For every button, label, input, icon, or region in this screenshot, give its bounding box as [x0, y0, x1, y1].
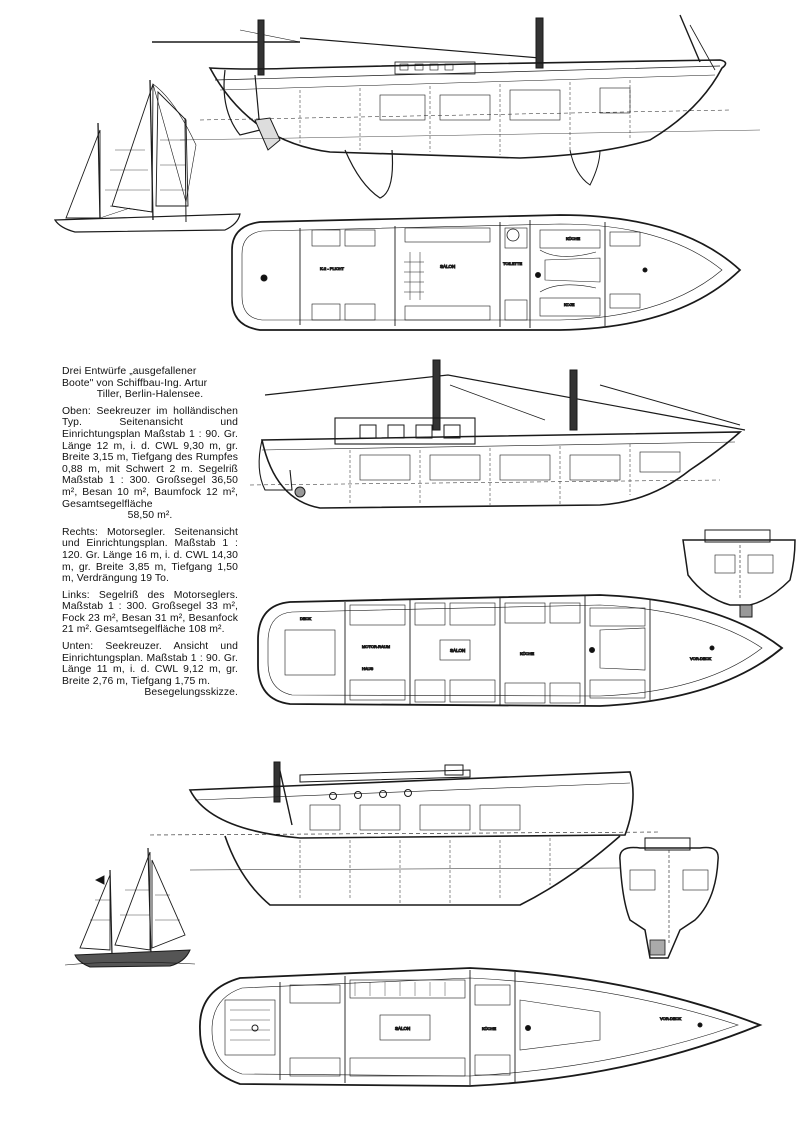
- caption-unten-text: Seekreuzer. Ansicht und Einrichtungsplan…: [62, 641, 238, 687]
- caption-oben-text: Seekreuzer im holländischen Typ. Seitena…: [62, 405, 238, 510]
- caption-rechts-text: Motorsegler. Seitenansicht und Einrichtu…: [62, 526, 238, 585]
- motorsailer-accommodation-plan: SALON MOTOR-RAUM KÜCHE DECK HAUS VOR-DEC…: [257, 594, 784, 707]
- motorsailer-side-elevation: [249, 359, 746, 509]
- caption-oben-heading: Oben:: [62, 405, 91, 417]
- plan2-deck-label: DECK: [300, 616, 311, 621]
- plan1-koje-label: KOJE: [564, 302, 575, 307]
- caption-oben-tail: 58,50 m².: [127, 510, 173, 522]
- caption-intro-line1: Drei Entwürfe „ausgefallener: [62, 366, 197, 377]
- top-accommodation-plan: SALON K-2 - PLICHT TOILETTE KÜCHE KOJE: [231, 214, 742, 331]
- plan2-vordeck-label: VOR-DECK: [690, 656, 711, 661]
- plan2-salon-label: SALON: [450, 648, 465, 653]
- bottom-sail-sketch: [64, 847, 196, 968]
- plan2-kuche-label: KÜCHE: [520, 651, 534, 656]
- plan1-cockpit-label: K-2 - PLICHT: [320, 266, 345, 271]
- plan3-salon-label: SALON: [395, 1026, 410, 1031]
- motorsailer-cross-section: [682, 529, 796, 618]
- plan2-haus-label: HAUS: [362, 666, 373, 671]
- plan1-salon-label: SALON: [440, 264, 455, 269]
- caption-intro-line3: Tiller, Berlin-Halensee.: [96, 389, 204, 401]
- caption-rechts-heading: Rechts:: [62, 526, 98, 538]
- caption-intro-line2: Boote" von Schiffbau-Ing. Artur: [62, 377, 208, 389]
- plan1-kuche-label: KÜCHE: [566, 236, 580, 241]
- top-sail-plan: [53, 79, 241, 233]
- bottom-side-elevation: [149, 761, 661, 906]
- bottom-accommodation-plan: SALON KÜCHE VOR-DECK: [199, 967, 763, 1087]
- bottom-cross-section: [619, 837, 719, 959]
- caption-links-heading: Links:: [62, 589, 90, 601]
- caption-unten-tail: Besegelungsskizze.: [144, 687, 238, 699]
- caption-links-text: Segelriß des Motorseglers. Maßstab 1 : 3…: [62, 589, 238, 636]
- caption-unten-heading: Unten:: [62, 641, 94, 653]
- plan3-kuche-label: KÜCHE: [482, 1026, 496, 1031]
- plan2-motor-label: MOTOR-RAUM: [362, 644, 390, 649]
- plan3-vordeck-label: VOR-DECK: [660, 1016, 681, 1021]
- top-side-elevation: [152, 14, 761, 199]
- caption-text: Drei Entwürfe „ausgefallener Boote" von …: [62, 366, 238, 704]
- plan1-toilette-label: TOILETTE: [503, 261, 522, 266]
